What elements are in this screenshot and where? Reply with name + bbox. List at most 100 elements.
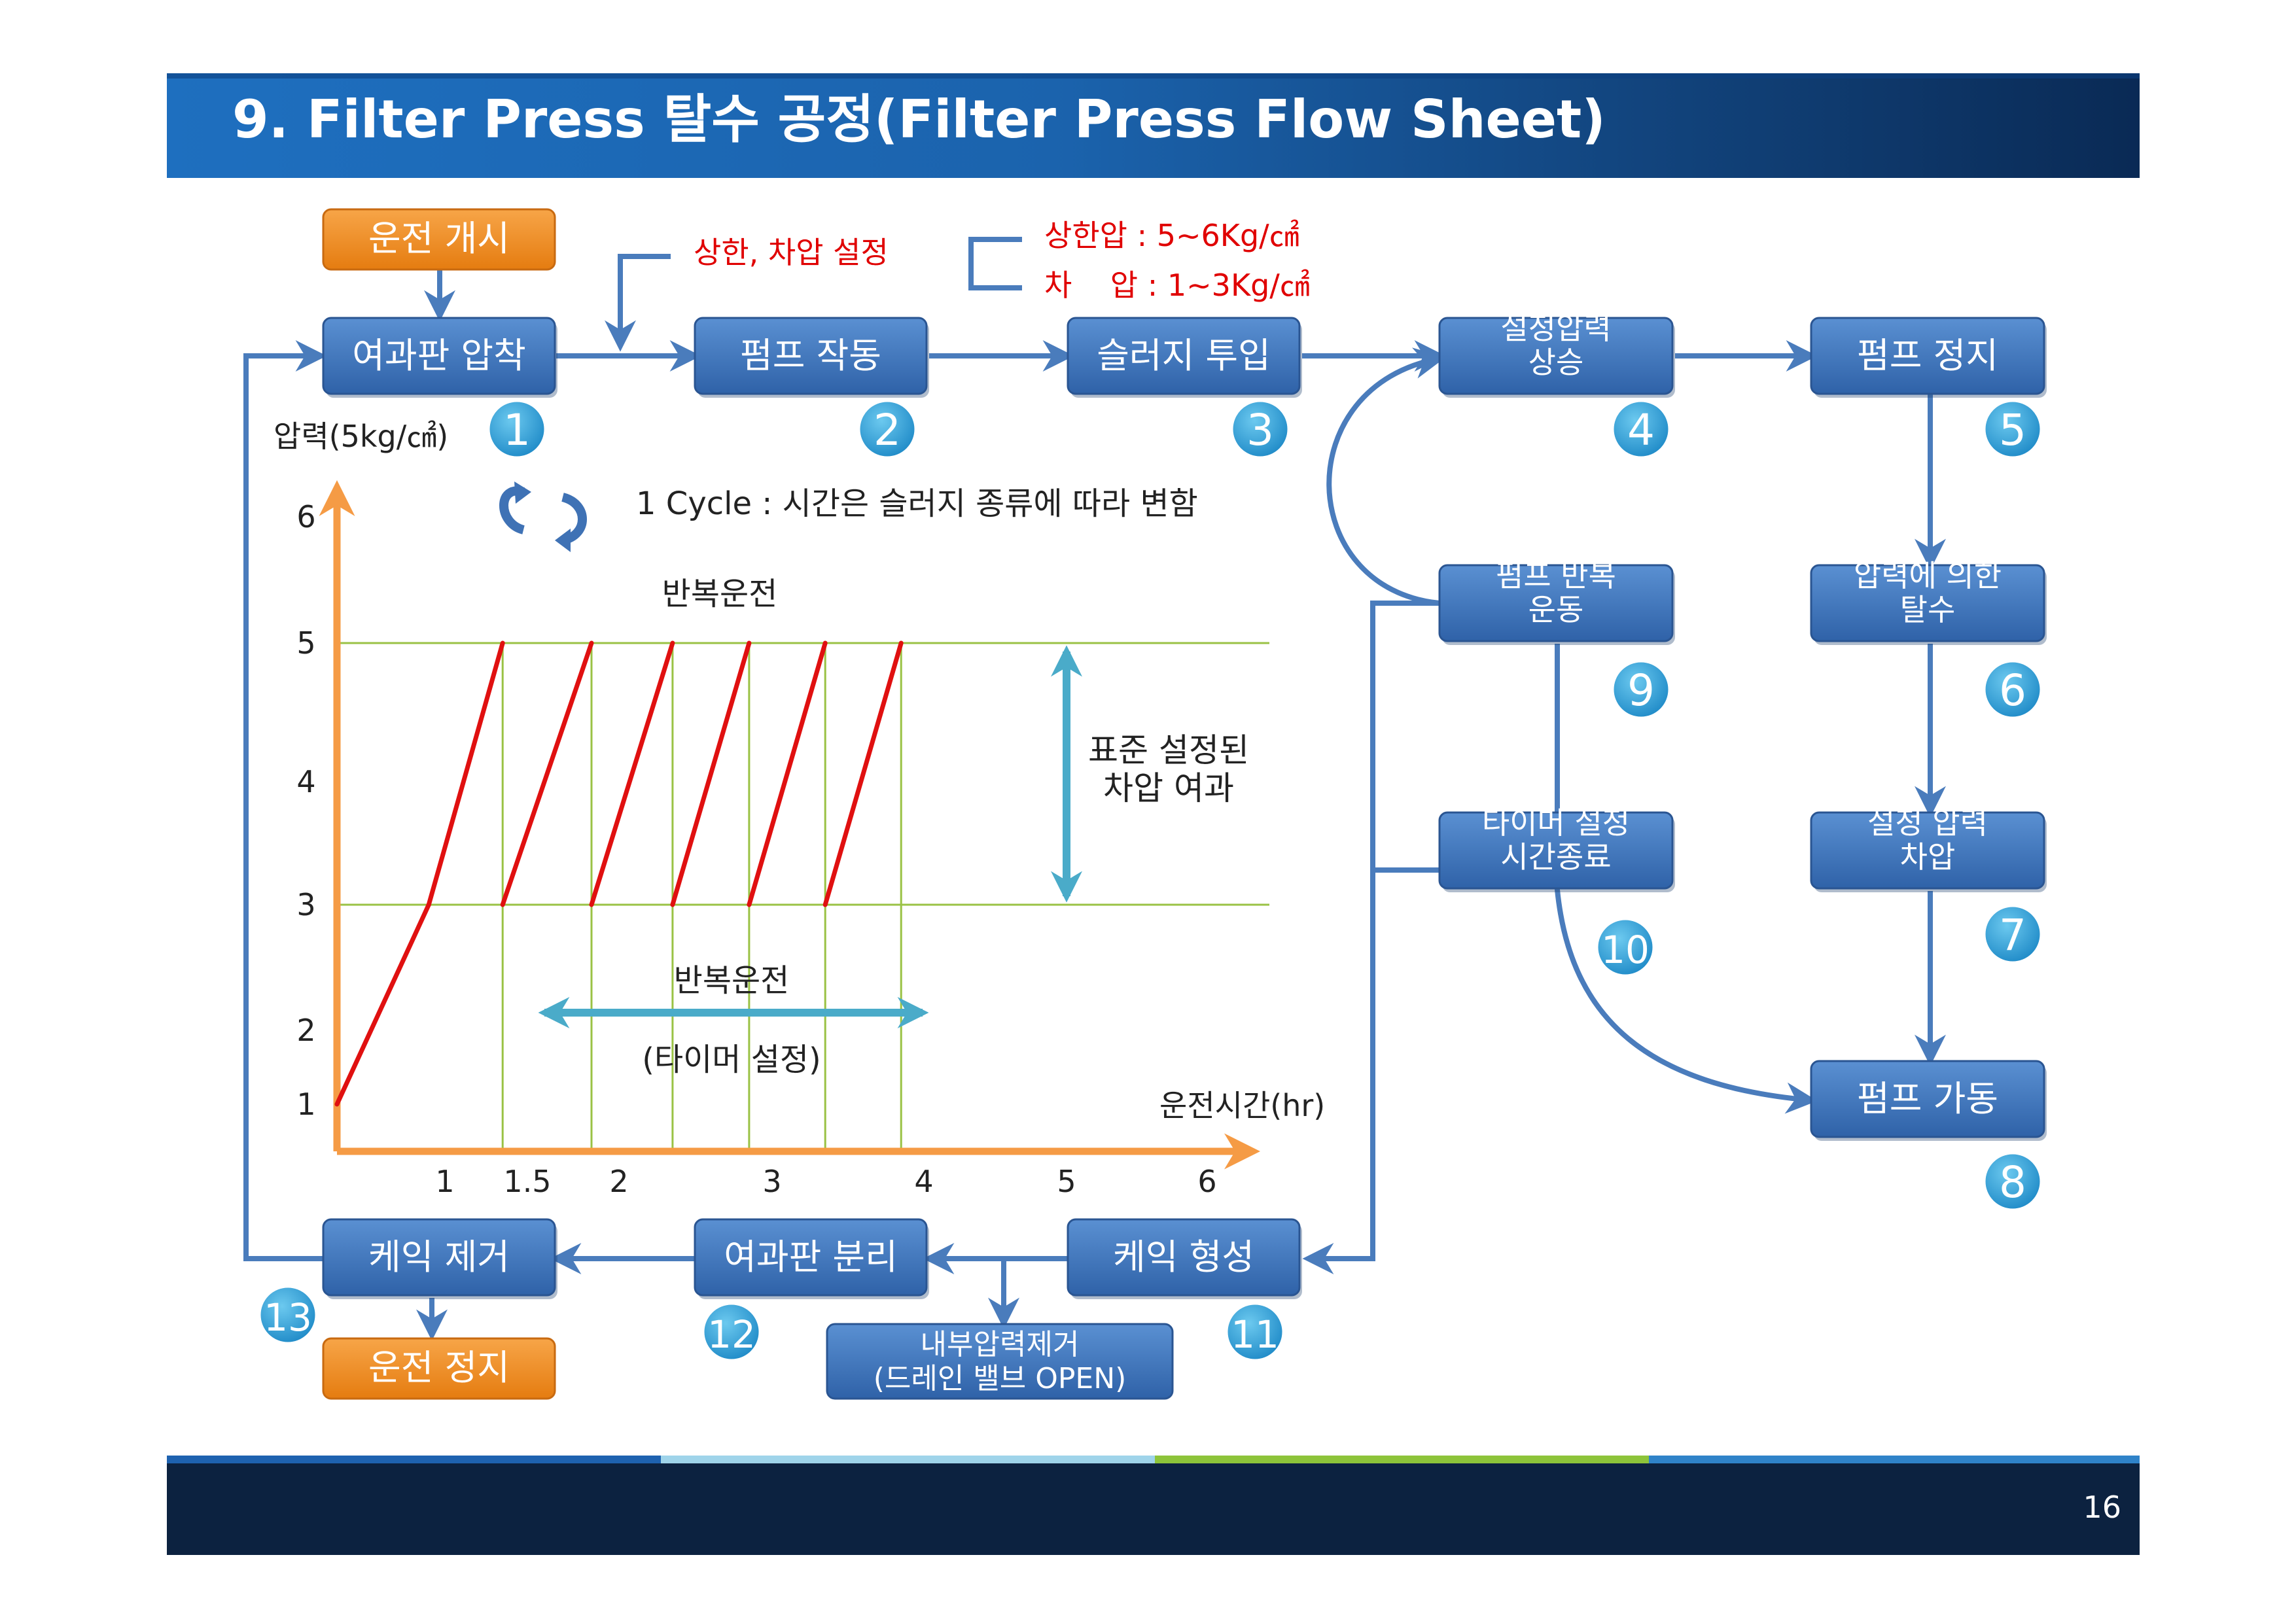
y-tick-label: 4 <box>296 764 315 799</box>
timer-label: (타이머 설정) <box>642 1041 821 1078</box>
chart-series <box>334 640 904 1107</box>
page-title: 9. Filter Press 탈수 공정(Filter Press Flow … <box>232 89 1606 150</box>
step-12-number-badge: 12 <box>701 1301 762 1363</box>
y-tick-label: 2 <box>296 1013 315 1048</box>
upper-diff-setting-label: 상한, 차압 설정 <box>694 235 889 270</box>
x-tick-label: 3 <box>762 1164 781 1199</box>
cycle-note: 1 Cycle : 시간은 슬러지 종류에 따라 변함 <box>636 485 1198 522</box>
start-label: 운전 개시 <box>368 218 510 259</box>
page-number: 16 <box>2083 1490 2121 1525</box>
step-11-label-1: 케익 형성 <box>1113 1236 1254 1278</box>
step-8-number: 8 <box>1999 1157 2026 1208</box>
chart-axes <box>319 480 1260 1170</box>
step-9-label-2: 운동 <box>1528 592 1584 627</box>
step-5-label-1: 펌프 정지 <box>1857 335 1998 376</box>
step-2-box: 펌프 작동 <box>694 317 929 398</box>
step-4-number-badge: 4 <box>1610 398 1672 460</box>
step-2-number: 2 <box>874 405 901 455</box>
step-10-label-1: 타이머 설정 <box>1482 805 1630 841</box>
flow-connectors <box>243 254 1946 1341</box>
step-5-box: 펌프 정지 <box>1810 317 2047 398</box>
header-band: 9. Filter Press 탈수 공정(Filter Press Flow … <box>167 73 2140 178</box>
step-3-number: 3 <box>1246 405 1274 455</box>
start-box: 운전 개시 <box>322 208 556 271</box>
step-6-number: 6 <box>1999 665 2026 716</box>
pressure-segment-10 <box>747 640 828 907</box>
step-9-number: 9 <box>1627 665 1655 716</box>
step-13-number-badge: 13 <box>257 1284 319 1346</box>
step-13-number: 13 <box>264 1295 312 1340</box>
standard-label-line-2: 차압 여과 <box>1103 769 1234 807</box>
standard-label-line-1: 표준 설정된 <box>1088 731 1249 769</box>
step-5-number: 5 <box>1999 405 2026 455</box>
step-7-label-1: 설정 압력 <box>1867 805 1988 841</box>
x-tick-label: 2 <box>609 1164 628 1199</box>
x-tick-label: 5 <box>1057 1164 1076 1199</box>
step-10-label-2: 시간종료 <box>1500 839 1611 875</box>
x-tick-label: 1.5 <box>503 1164 551 1199</box>
step-1-number: 1 <box>503 405 531 455</box>
y-tick-label: 1 <box>296 1087 315 1122</box>
step-12-number: 12 <box>707 1312 756 1357</box>
drain-box: 내부압력제거 (드레인 밸브 OPEN) <box>826 1323 1174 1400</box>
pressure-annotations: 상한, 차압 설정 상한압 : 5~6Kg/㎠ 차 압 : 1~3Kg/㎠ <box>694 218 1310 303</box>
y-tick-label: 6 <box>296 499 315 534</box>
pressure-segment-2 <box>426 640 505 907</box>
step-10-number-badge: 10 <box>1595 916 1656 978</box>
repeat-label-top: 반복운전 <box>662 576 778 612</box>
step-11-number: 11 <box>1231 1312 1279 1357</box>
step-7-number: 7 <box>1999 910 2026 960</box>
y-axis-label: 압력(5kg/㎠) <box>274 419 448 454</box>
step-4-label-1: 설정압력 <box>1500 311 1611 346</box>
step-6-label-2: 탈수 <box>1900 592 1956 627</box>
step-1-box: 여과판 압착 <box>322 317 557 398</box>
y-tick-label: 5 <box>296 625 315 661</box>
step-9-number-badge: 9 <box>1610 659 1672 720</box>
step-4-label-2: 상승 <box>1528 345 1584 380</box>
step-12-label-1: 여과판 분리 <box>724 1236 898 1278</box>
step-13-label-1: 케익 제거 <box>368 1236 510 1278</box>
step-4-number: 4 <box>1627 405 1655 455</box>
stop-box: 운전 정지 <box>322 1337 556 1400</box>
step-11-number-badge: 11 <box>1224 1301 1286 1363</box>
drain-line-1: 내부압력제거 <box>921 1328 1080 1361</box>
step-7-label-2: 차압 <box>1900 839 1956 875</box>
cycle-icon <box>499 481 587 552</box>
repeat-label-mid: 반복운전 <box>674 962 790 999</box>
step-2-label-1: 펌프 작동 <box>740 335 881 376</box>
y-tick-label: 3 <box>296 887 315 922</box>
step-3-label-1: 슬러지 투입 <box>1097 335 1271 376</box>
step-3-box: 슬러지 투입 <box>1067 317 1302 398</box>
x-tick-label: 1 <box>435 1164 454 1199</box>
x-axis-label: 운전시간(hr) <box>1159 1088 1325 1123</box>
pressure-segment-8 <box>670 640 752 907</box>
stop-label: 운전 정지 <box>368 1347 510 1388</box>
step-13-box: 케익 제거 <box>322 1218 557 1299</box>
pressure-segment-6 <box>589 640 675 907</box>
step-9-label-1: 펌프 반복 <box>1496 558 1616 593</box>
footer-band: 16 <box>167 1456 2140 1555</box>
step-2-number-badge: 2 <box>857 398 918 460</box>
step-6-label-1: 압력에 의한 <box>1854 558 2002 593</box>
step-10-number: 10 <box>1601 928 1650 972</box>
x-tick-label: 4 <box>914 1164 933 1199</box>
step-5-number-badge: 5 <box>1982 398 2043 460</box>
pressure-bracket <box>968 237 1022 290</box>
drain-line-2: (드레인 밸브 OPEN) <box>874 1362 1127 1395</box>
step-3-number-badge: 3 <box>1229 398 1291 460</box>
step-1-number-badge: 1 <box>486 398 548 460</box>
step-8-box: 펌프 가동 <box>1810 1060 2047 1141</box>
step-8-label-1: 펌프 가동 <box>1857 1078 1998 1119</box>
step-11-box: 케익 형성 <box>1067 1218 1302 1299</box>
pressure-segment-1 <box>334 902 431 1107</box>
step-1-label-1: 여과판 압착 <box>352 335 526 376</box>
